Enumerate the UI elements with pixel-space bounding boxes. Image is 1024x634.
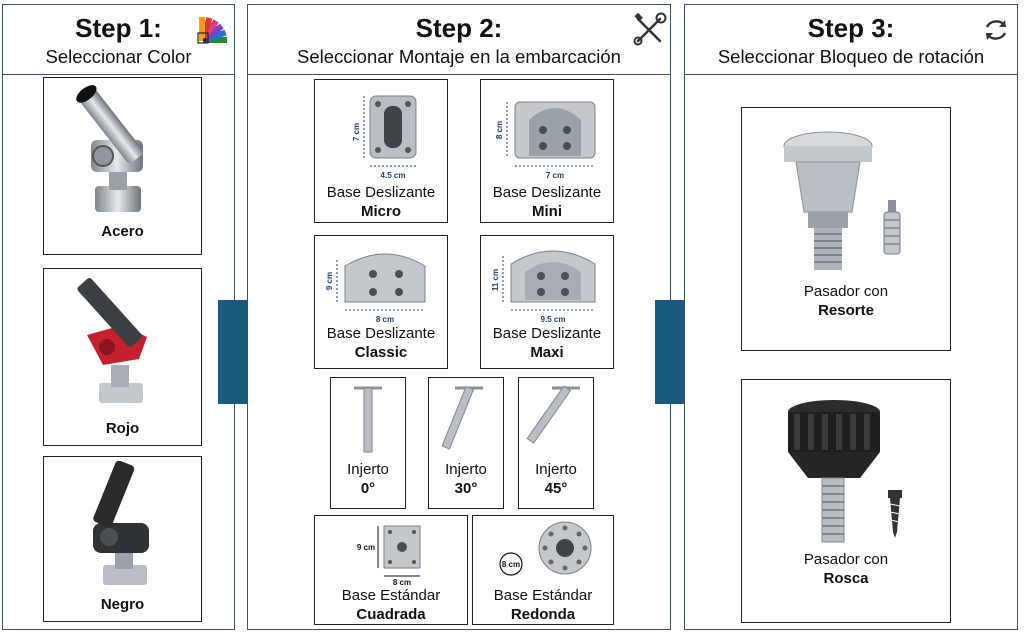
color-label-rojo: Rojo: [105, 420, 140, 437]
base-estandar-cuadrada[interactable]: 9 cm 8 cm Base Estándar Cuadrada: [314, 515, 468, 625]
injerto-45[interactable]: Injerto 45°: [518, 377, 594, 509]
base-deslizante-micro[interactable]: 7 cm 4.5 cm Base Deslizante Micro: [314, 79, 448, 223]
tools-icon: [633, 12, 667, 46]
caption-injerto-0: Injerto 0°: [347, 461, 389, 497]
step3-panel: Step 3: Seleccionar Bloqueo de rotación: [684, 4, 1018, 630]
dim-redonda-d: 8 cm: [502, 560, 520, 569]
caption-cuadrada: Base Estándar Cuadrada: [341, 587, 441, 623]
dim-mini-h: 8 cm: [495, 121, 504, 139]
dim-mini-w: 7 cm: [546, 171, 564, 180]
caption-injerto-30: Injerto 30°: [445, 461, 487, 497]
dim-micro-w: 4.5 cm: [381, 171, 406, 180]
dim-cuadrada-h: 9 cm: [357, 543, 375, 552]
step2-title: Step 2:: [415, 13, 503, 43]
rotation-icon: [985, 20, 1007, 40]
injerto-30-image: [441, 385, 483, 450]
rod-holder-red-image: [76, 277, 147, 403]
step1-header: Step 1: Seleccionar Color: [3, 5, 234, 75]
step3-header: Step 3: Seleccionar Bloqueo de rotación: [685, 5, 1017, 75]
step3-title: Step 3:: [807, 13, 895, 43]
color-option-acero[interactable]: Acero: [43, 77, 202, 255]
caption-rosca: Pasador con Rosca: [803, 551, 889, 587]
dim-maxi-h: 11 cm: [491, 269, 500, 291]
plate-classic-image: 9 cm 8 cm: [325, 253, 426, 324]
step3-subtitle: Seleccionar Bloqueo de rotación: [717, 46, 985, 67]
dim-micro-h: 7 cm: [352, 123, 361, 141]
spring-pin-image: [783, 131, 901, 270]
dim-classic-h: 9 cm: [325, 272, 334, 290]
threaded-pin-image: [788, 400, 902, 543]
base-deslizante-maxi[interactable]: 11 cm 9.5 cm Base Deslizante Maxi: [480, 235, 614, 369]
caption-redonda: Base Estándar Redonda: [493, 587, 593, 623]
bloqueo-resorte[interactable]: Pasador con Resorte: [741, 107, 951, 351]
color-option-negro[interactable]: Negro: [43, 456, 202, 622]
injerto-0-image: [354, 386, 382, 453]
plate-cuadrada-image: 9 cm 8 cm: [357, 525, 421, 586]
rod-holder-black-image: [92, 461, 149, 585]
color-option-rojo[interactable]: Rojo: [43, 268, 202, 446]
color-label-acero: Acero: [101, 223, 144, 240]
bloqueo-rosca[interactable]: Pasador con Rosca: [741, 379, 951, 623]
base-estandar-redonda[interactable]: 8 cm Base Estándar Redonda: [472, 515, 614, 625]
injerto-30[interactable]: Injerto 30°: [428, 377, 504, 509]
caption-maxi: Base Deslizante Maxi: [492, 325, 602, 361]
step2-header: Step 2: Seleccionar Montaje en la embarc…: [248, 5, 670, 75]
dim-cuadrada-w: 8 cm: [393, 578, 411, 586]
plate-micro-image: 7 cm 4.5 cm: [352, 95, 417, 180]
color-label-negro: Negro: [100, 596, 145, 613]
caption-micro: Base Deslizante Micro: [326, 184, 436, 220]
base-deslizante-mini[interactable]: 8 cm 7 cm Base Deslizante Mini: [480, 79, 614, 223]
plate-maxi-image: 11 cm 9.5 cm: [491, 250, 596, 324]
step2-panel: Step 2: Seleccionar Montaje en la embarc…: [247, 4, 671, 630]
plate-mini-image: 8 cm 7 cm: [495, 101, 596, 180]
rod-holder-steel-image: [75, 85, 143, 212]
step1-subtitle: Seleccionar Color: [45, 46, 192, 67]
caption-mini: Base Deslizante Mini: [492, 184, 602, 220]
color-palette-icon: [197, 16, 227, 44]
caption-resorte: Pasador con Resorte: [803, 283, 889, 319]
caption-classic: Base Deslizante Classic: [326, 325, 436, 361]
step1-panel: Step 1: Seleccionar Color: [2, 4, 235, 630]
caption-injerto-45: Injerto 45°: [535, 461, 577, 497]
injerto-0[interactable]: Injerto 0°: [330, 377, 406, 509]
dim-maxi-w: 9.5 cm: [541, 315, 566, 324]
plate-redonda-image: 8 cm: [499, 521, 592, 576]
injerto-45-image: [526, 385, 580, 444]
base-deslizante-classic[interactable]: 9 cm 8 cm Base Deslizante Classic: [314, 235, 448, 369]
dim-classic-w: 8 cm: [376, 315, 394, 324]
step1-title: Step 1:: [75, 13, 162, 43]
step2-subtitle: Seleccionar Montaje en la embarcación: [297, 46, 621, 67]
